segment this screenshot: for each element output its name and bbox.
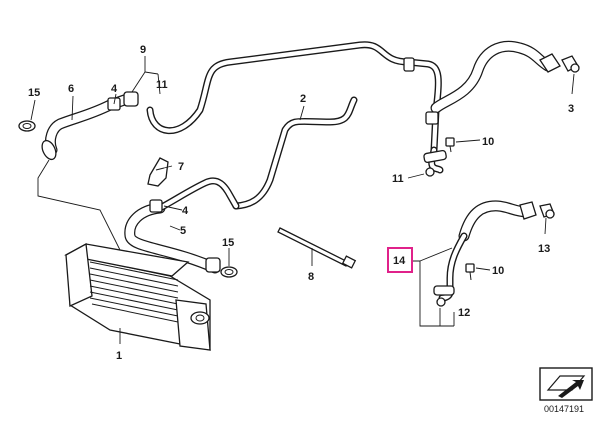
callout-10-lower: 10 [492,265,504,277]
callout-2: 2 [300,93,306,105]
exploded-view-arrow-icon [539,367,593,401]
callout-11-upper: 11 [156,79,168,91]
callout-15-lower: 15 [222,237,234,249]
hose-left-lower[interactable] [124,177,240,274]
cable-tie[interactable] [277,227,357,269]
callout-4-upper: 4 [111,83,118,95]
callout-11-lower: 11 [392,173,404,185]
callout-9: 9 [140,44,146,56]
oil-line-assembly-14[interactable] [433,200,555,307]
callout-7: 7 [178,161,184,173]
fitting-upper[interactable] [423,137,455,177]
hose-clamp-lower[interactable] [220,266,238,278]
oil-line-main[interactable] [146,41,442,210]
leader-lines [30,56,575,344]
callout-14[interactable]: 14 [393,255,406,267]
hose-upper-right[interactable] [403,40,580,125]
callout-10-upper: 10 [482,136,494,148]
callout-3: 3 [568,103,574,115]
hose-clamp-upper[interactable] [18,120,36,132]
callout-labels: 1 2 3 4 4 5 6 7 8 9 10 10 11 11 12 13 14… [28,44,574,362]
callout-4-lower: 4 [182,205,189,217]
callout-1: 1 [116,350,122,362]
oil-cooler[interactable] [64,242,211,351]
hose-left-upper[interactable] [39,91,139,162]
callout-15-upper: 15 [28,87,40,99]
callout-5: 5 [180,225,186,237]
callout-14-highlight-box [387,247,413,273]
cooler-fins [89,261,179,323]
diagram-code: 00147191 [544,404,584,414]
callout-8: 8 [308,271,314,283]
callout-6: 6 [68,83,74,95]
callout-12: 12 [458,307,470,319]
bracket[interactable] [147,157,169,187]
callout-13: 13 [538,243,550,255]
